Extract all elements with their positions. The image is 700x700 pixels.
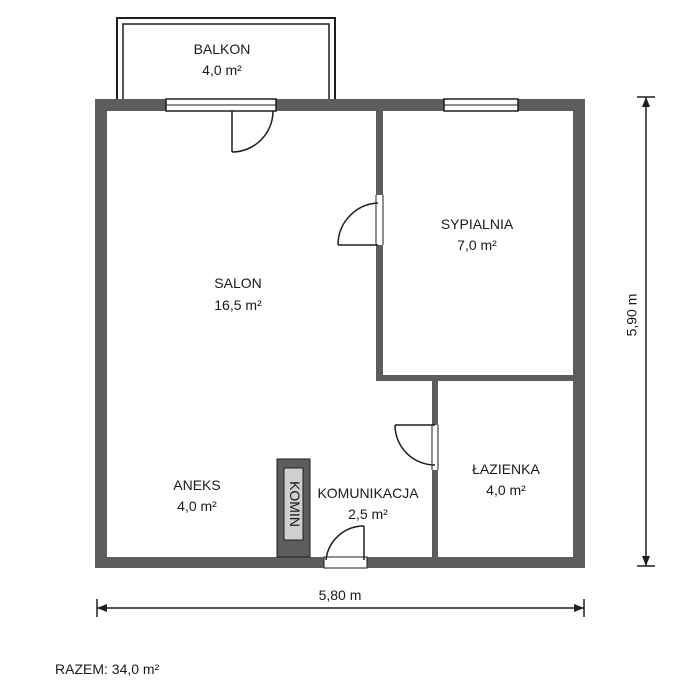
chimney: KOMIN bbox=[276, 458, 311, 558]
window-salon bbox=[165, 98, 277, 112]
room-area-salon: 16,5 m² bbox=[214, 297, 262, 313]
room-area-balkon: 4,0 m² bbox=[202, 62, 242, 78]
room-area-sypialnia: 7,0 m² bbox=[457, 237, 497, 253]
room-name-salon: SALON bbox=[214, 275, 261, 291]
room-area-lazienka: 4,0 m² bbox=[486, 482, 526, 498]
room-name-komunikacja: KOMUNIKACJA bbox=[317, 485, 419, 501]
dimension-width-label: 5,80 m bbox=[319, 587, 362, 603]
door-balkon bbox=[231, 110, 274, 153]
room-area-komunikacja: 2,5 m² bbox=[348, 506, 388, 522]
window-sypialnia bbox=[443, 98, 519, 112]
interior-walls bbox=[376, 111, 573, 557]
room-name-aneks: ANEKS bbox=[173, 477, 220, 493]
outer-walls bbox=[95, 99, 585, 568]
dimension-height: 5,90 m bbox=[624, 96, 655, 567]
chimney-label: KOMIN bbox=[287, 481, 303, 527]
door-sypialnia bbox=[337, 195, 384, 246]
room-name-lazienka: ŁAZIENKA bbox=[472, 461, 540, 477]
dimension-width: 5,80 m bbox=[96, 587, 585, 617]
total-area: RAZEM: 34,0 m² bbox=[55, 661, 160, 677]
room-name-balkon: BALKON bbox=[194, 41, 251, 57]
balcony bbox=[116, 17, 336, 99]
door-entrance bbox=[323, 525, 368, 569]
door-lazienka bbox=[394, 424, 439, 470]
room-area-aneks: 4,0 m² bbox=[177, 498, 217, 514]
dimension-height-label: 5,90 m bbox=[624, 294, 640, 337]
room-name-sypialnia: SYPIALNIA bbox=[441, 216, 514, 232]
